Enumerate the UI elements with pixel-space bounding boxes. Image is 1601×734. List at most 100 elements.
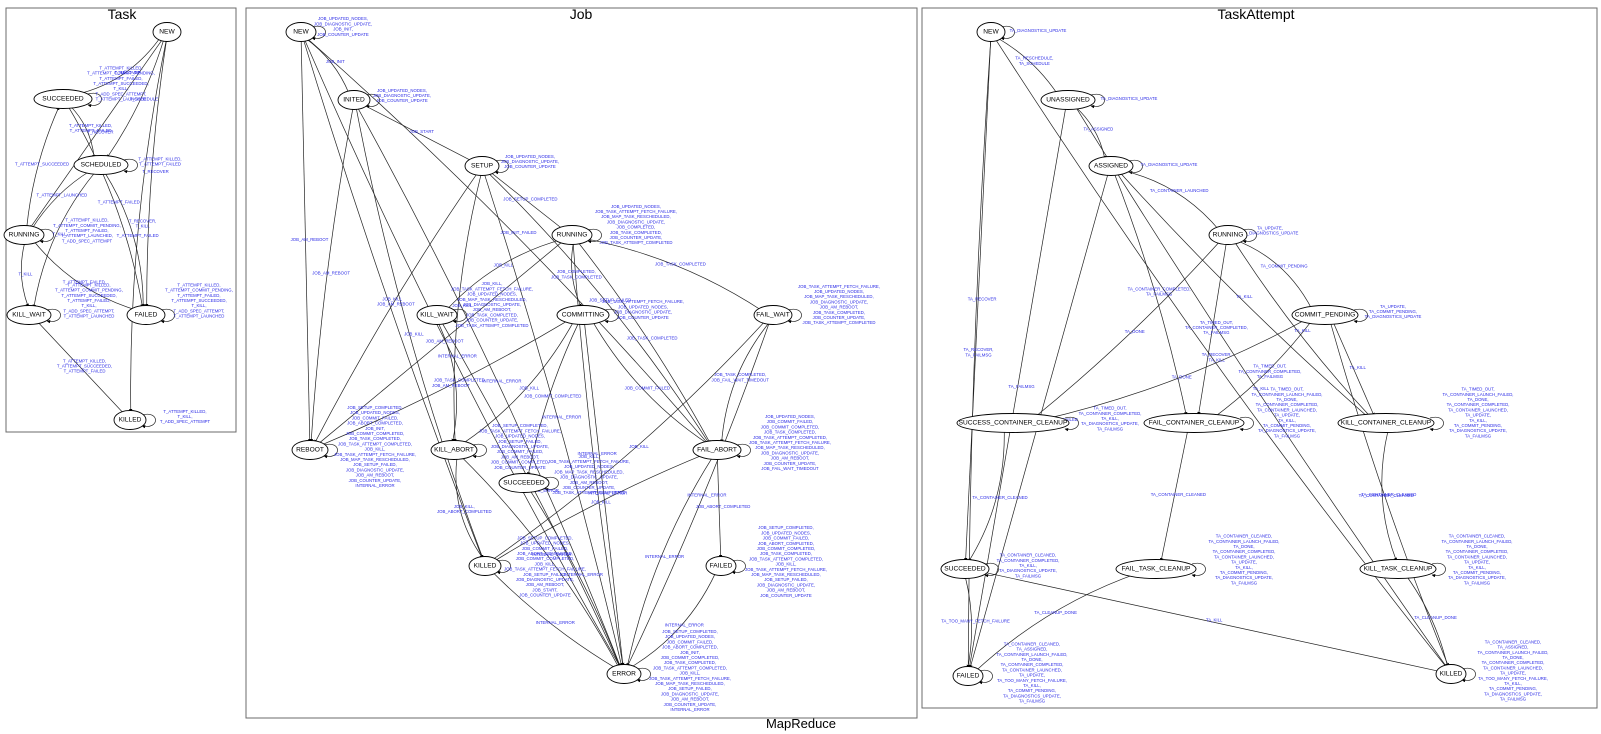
state-taskattempt-fail-task-cleanup[interactable]: FAIL_TASK_CLEANUP bbox=[1115, 559, 1197, 579]
transition-line bbox=[455, 457, 484, 559]
state-job-reboot[interactable]: REBOOT bbox=[291, 440, 329, 460]
state-job-killed[interactable]: KILLED bbox=[468, 556, 502, 576]
edge-label: JOB_TASK_COMPLETED,JOB_FAIL_WAIT_TIMEDOU… bbox=[712, 372, 770, 382]
edge-label-line: JOB_COMMIT_COMPLETED bbox=[524, 393, 581, 398]
edge-label: JOB_KILL bbox=[629, 444, 649, 449]
edge-new-to-fail-abort bbox=[306, 37, 709, 445]
edge-label-line: JOB_SETUP_COMPLETED, bbox=[662, 629, 717, 634]
cluster-border bbox=[245, 7, 918, 719]
edge-label-line: JOB_AM_REBOOT, bbox=[356, 473, 394, 478]
state-job-succeeded[interactable]: SUCCEEDED bbox=[498, 473, 550, 493]
edge-label: JOB_UPDATED_NODES,JOB_DIAGNOSTIC_UPDATE,… bbox=[373, 88, 431, 103]
edge-label-line: TA_CONTAINER_COMPLETED, bbox=[1482, 660, 1545, 665]
state-taskattempt-commit-pending[interactable]: COMMIT_PENDING bbox=[1291, 305, 1359, 325]
edge-label: JOB_SETUP_COMPLETED,JOB_UPDATED_NODES,JO… bbox=[334, 405, 416, 488]
state-job-running[interactable]: RUNNING bbox=[551, 225, 593, 245]
edge-label: JOB_ABORT_COMPLETED bbox=[696, 504, 751, 509]
state-ellipse bbox=[337, 90, 371, 110]
edge-label: INTERNAL_ERROR bbox=[564, 572, 603, 577]
edge-label: JOB_UPDATED_NODES,JOB_TASK_ATTEMPT_FETCH… bbox=[595, 204, 677, 245]
edge-label-line: TA_COMMIT_PENDING bbox=[1261, 263, 1309, 268]
state-job-fail-wait[interactable]: FAIL_WAIT bbox=[753, 305, 793, 325]
transition-line bbox=[571, 242, 582, 308]
state-job-kill-abort[interactable]: KILL_ABORT bbox=[430, 440, 478, 460]
state-ellipse bbox=[1359, 559, 1437, 579]
state-task-failed[interactable]: FAILED bbox=[126, 305, 166, 325]
transition-line bbox=[1039, 317, 1310, 422]
edge-new-to-succeeded bbox=[74, 36, 162, 96]
state-taskattempt-assigned[interactable]: ASSIGNED bbox=[1088, 156, 1134, 176]
edge-label-line: T_ATTEMPT_LAUNCHED bbox=[36, 192, 87, 197]
edge-succeeded-to-succeeded bbox=[984, 562, 999, 578]
state-task-scheduled[interactable]: SCHEDULED bbox=[73, 155, 129, 175]
transition-line bbox=[720, 322, 770, 443]
state-taskattempt-running[interactable]: RUNNING bbox=[1208, 225, 1248, 245]
state-taskattempt-new[interactable]: NEW bbox=[976, 22, 1006, 42]
edge-label-line: T_ATTEMPT_SUCCEEDED bbox=[15, 162, 69, 167]
state-job-setup[interactable]: SETUP bbox=[464, 156, 500, 176]
edge-label-line: INTERNAL_ERROR bbox=[482, 379, 521, 384]
edge-label-line: TA_KILL bbox=[1209, 357, 1226, 362]
state-taskattempt-killed[interactable]: KILLED bbox=[1435, 664, 1467, 684]
state-taskattempt-unassigned[interactable]: UNASSIGNED bbox=[1040, 90, 1096, 110]
state-task-killed[interactable]: KILLED bbox=[113, 410, 147, 430]
state-label: FAILED bbox=[710, 563, 733, 570]
state-job-kill-wait[interactable]: KILL_WAIT bbox=[416, 305, 458, 325]
state-label: NEW bbox=[293, 29, 309, 36]
edge-label-line: JOB_ABORT_COMPLETED, bbox=[517, 551, 573, 556]
edge-label: TA_DIAGNOSTICS_UPDATE bbox=[1101, 96, 1158, 101]
edge-label-line: INTERNAL_ERROR bbox=[542, 415, 581, 420]
state-ellipse bbox=[464, 156, 500, 176]
state-label: COMMITTING bbox=[562, 312, 605, 319]
state-job-fail-abort[interactable]: FAIL_ABORT bbox=[692, 440, 742, 460]
edge-label-line: T_ADD_SPEC_ATTEMPT, bbox=[63, 308, 114, 313]
edge-label-line: TA_COMMIT_PENDING, bbox=[1453, 570, 1501, 575]
edge-label-line: JOB_AM_REBOOT, bbox=[767, 588, 805, 593]
edge-label-line: JOB_DIAGNOSTIC_UPDATE, bbox=[314, 21, 372, 26]
edge-label-line: TA_UPDATE, bbox=[1380, 304, 1406, 309]
edge-label-line: JOB_COUNTER_UPDATE, bbox=[813, 315, 866, 320]
edge-label: TA_ASSIGNED bbox=[1083, 126, 1113, 131]
state-taskattempt-succeeded[interactable]: SUCCEEDED bbox=[940, 559, 990, 579]
edge-label: JOB_SETUP_FAILED bbox=[589, 298, 631, 303]
edge-label-line: T_ADD_SPEC_ATTEMPT bbox=[160, 419, 211, 424]
edge-label-line: INTERNAL_ERROR bbox=[588, 491, 627, 496]
state-label: COMMIT_PENDING bbox=[1295, 312, 1355, 319]
edge-label-line: JOB_AM_REBOOT, bbox=[771, 456, 809, 461]
state-job-error[interactable]: ERROR bbox=[606, 664, 642, 684]
state-task-succeeded[interactable]: SUCCEEDED bbox=[33, 89, 93, 109]
edge-killed-to-killed bbox=[1461, 667, 1476, 683]
state-task-kill-wait[interactable]: KILL_WAIT bbox=[6, 305, 52, 325]
edge-label: TA_DONE bbox=[1172, 374, 1192, 379]
self-loop-line bbox=[984, 562, 999, 578]
state-job-new[interactable]: NEW bbox=[285, 22, 317, 42]
edge-label-line: TA_CONTAINER_COMPLETED, bbox=[1446, 549, 1509, 554]
state-task-running[interactable]: RUNNING bbox=[3, 225, 45, 245]
state-taskattempt-fail-container-cleanup[interactable]: FAIL_CONTAINER_CLEANUP bbox=[1143, 413, 1245, 433]
edge-committing-to-error bbox=[584, 322, 625, 667]
edge-label-line: TA_DONE, bbox=[1021, 657, 1042, 662]
edge-label-line: TA_UPDATE, bbox=[1465, 413, 1491, 418]
state-taskattempt-kill-task-cleanup[interactable]: KILL_TASK_CLEANUP bbox=[1359, 559, 1437, 579]
state-label: SUCCEEDED bbox=[503, 480, 545, 487]
state-task-new[interactable]: NEW bbox=[152, 22, 182, 42]
edge-succeeded-to-killed bbox=[976, 570, 1445, 674]
edge-label: JOB_AM_REBOOT bbox=[312, 270, 350, 275]
state-job-committing[interactable]: COMMITTING bbox=[556, 305, 610, 325]
edge-label: JOB_AM_REBOOT bbox=[432, 383, 470, 388]
state-job-failed[interactable]: FAILED bbox=[705, 556, 737, 576]
edge-label-line: T_KILL, bbox=[81, 303, 96, 308]
state-taskattempt-kill-container-cleanup[interactable]: KILL_CONTAINER_CLEANUP bbox=[1337, 413, 1435, 433]
state-ellipse bbox=[152, 22, 182, 42]
state-job-inited[interactable]: INITED bbox=[337, 90, 371, 110]
state-taskattempt-success-container-cleanup[interactable]: SUCCESS_CONTAINER_CLEANUP bbox=[956, 413, 1070, 433]
state-ellipse bbox=[606, 664, 642, 684]
self-loop-line bbox=[496, 559, 511, 575]
state-taskattempt-failed[interactable]: FAILED bbox=[952, 666, 984, 686]
edge-label-line: T_ATTEMPT_SUCCEEDED, bbox=[61, 293, 116, 298]
edge-label-line: JOB_AM_REBOOT, bbox=[473, 307, 511, 312]
edge-label-line: JOB_KILL bbox=[404, 332, 424, 337]
edge-label-line: JOB_COMMIT_COMPLETED, bbox=[761, 424, 820, 429]
edge-label-line: JOB_TASK_ATTEMPT_COMPLETED, bbox=[753, 435, 827, 440]
edge-label: TA_TOO_MANY_FETCH_FAILURE bbox=[941, 618, 1010, 623]
